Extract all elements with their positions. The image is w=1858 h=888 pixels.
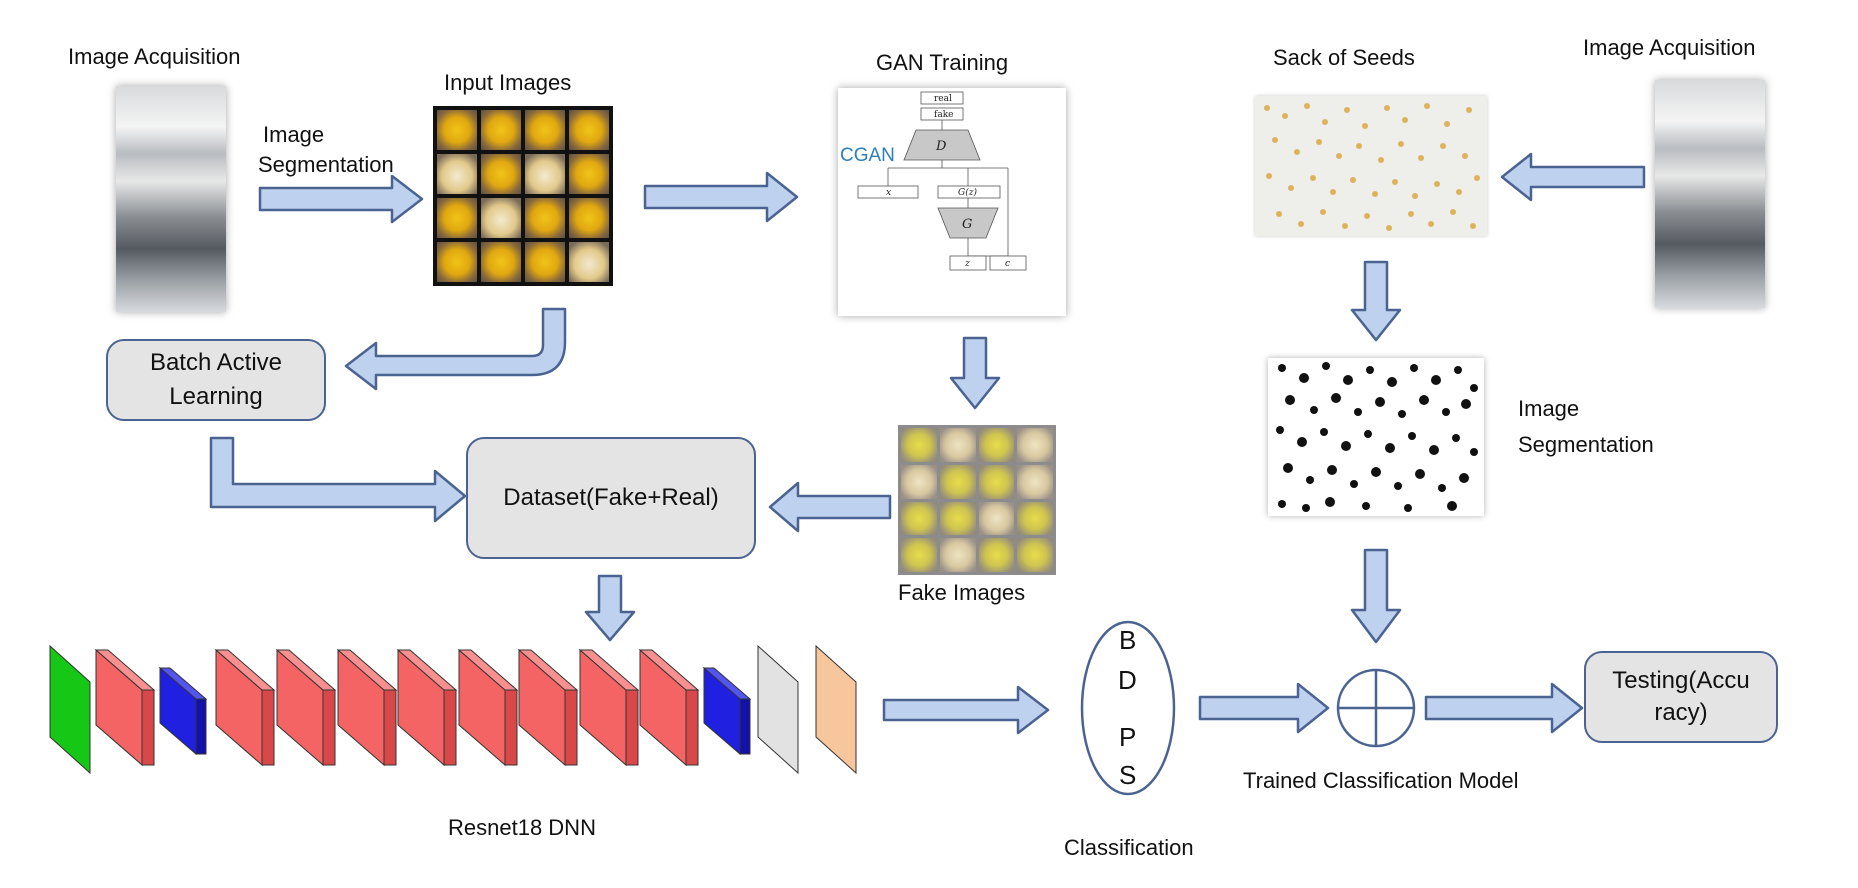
input-image-cell (437, 242, 477, 282)
layer-input-green (49, 644, 91, 775)
input-image-cell (481, 154, 521, 194)
image-acquisition-right-label: Image Acquisition (1583, 35, 1756, 60)
fake-image-cell (901, 428, 937, 462)
image-segmentation-right-label-2: Segmentation (1518, 432, 1654, 457)
arrow-resnet-to-classification (882, 685, 1050, 735)
arrow-sack-to-segmentation (1350, 260, 1402, 342)
fake-image-cell (1017, 428, 1053, 462)
fake-image-cell (978, 538, 1015, 572)
testing-box: Testing(Accu racy) (1584, 651, 1778, 743)
testing-text-line1: Testing(Accu (1612, 667, 1750, 694)
arrow-input-to-gan (643, 171, 799, 223)
cgan-label: CGAN (840, 145, 895, 166)
arrow-segmentation-to-fusion (1350, 548, 1402, 644)
arrow-dataset-to-resnet (584, 574, 636, 642)
classification-letter-s: S (1119, 760, 1137, 790)
generator-shape (937, 207, 999, 239)
gan-training-label: GAN Training (876, 50, 1009, 75)
fake-image-cell (939, 464, 976, 499)
fake-image-cell (939, 501, 976, 536)
input-image-cell (569, 154, 609, 194)
arrow-input-to-batch (344, 307, 567, 391)
input-image-cell (481, 242, 521, 282)
gan-diagram: real fake D x G(z) G z c (838, 88, 1066, 316)
arrow-batch-to-dataset (209, 436, 467, 523)
input-image-cell (569, 242, 609, 282)
fake-images-label: Fake Images (898, 580, 1026, 605)
left-acquisition-photo (116, 86, 226, 312)
classification-label: Classification (1064, 835, 1194, 860)
gan-real-label: real (934, 94, 952, 104)
classification-letter-d: D (1118, 665, 1137, 695)
input-image-cell (481, 198, 521, 238)
fake-images-grid (898, 425, 1056, 575)
arrow-right-acquisition-to-sack (1500, 152, 1646, 202)
fake-image-cell (978, 428, 1015, 462)
segmented-seeds-image (1268, 358, 1484, 516)
input-images-label: Input Images (444, 70, 572, 95)
fake-image-cell (1017, 538, 1053, 572)
generator-label: G (962, 217, 972, 232)
classification-letter-b: B (1119, 625, 1137, 655)
dataset-box: Dataset(Fake+Real) (466, 437, 756, 559)
gan-fake-label: fake (934, 110, 953, 120)
input-image-cell (437, 110, 477, 150)
classification-ellipse (1080, 620, 1176, 796)
sack-of-seeds-label: Sack of Seeds (1273, 45, 1415, 70)
input-image-cell (437, 198, 477, 238)
gan-z-label: z (964, 259, 970, 269)
batch-active-learning-text: Batch Active Learning (149, 349, 283, 410)
image-acquisition-left-label: Image Acquisition (68, 44, 241, 69)
fake-image-cell (1017, 464, 1053, 499)
input-image-cell (525, 110, 565, 150)
input-image-cell (569, 110, 609, 150)
input-image-cell (525, 198, 565, 238)
discriminator-shape (903, 129, 981, 161)
gan-gz-label: G(z) (958, 187, 977, 198)
gan-c-label: c (1005, 259, 1010, 269)
dataset-text: Dataset(Fake+Real) (503, 484, 719, 511)
fake-image-cell (1017, 501, 1053, 536)
gan-x-label: x (886, 188, 891, 198)
input-image-cell (525, 242, 565, 282)
right-acquisition-photo (1655, 80, 1765, 308)
fake-image-cell (901, 464, 937, 499)
fake-image-cell (978, 501, 1015, 536)
batch-active-learning-box: Batch Active Learning (106, 339, 326, 421)
input-image-cell (437, 154, 477, 194)
input-image-cell (481, 110, 521, 150)
arrow-classification-to-fusion (1198, 682, 1330, 734)
input-images-grid (433, 106, 613, 286)
arrow-acquisition-to-input (258, 174, 424, 224)
resnet-layers (49, 644, 857, 775)
classification-letter-p: P (1119, 722, 1137, 752)
fake-image-cell (901, 538, 937, 572)
input-image-cell (525, 154, 565, 194)
trained-model-label: Trained Classification Model (1243, 768, 1519, 793)
fake-image-cell (901, 501, 937, 536)
input-image-cell (569, 198, 609, 238)
fake-image-cell (978, 464, 1015, 499)
image-segmentation-right-label-1: Image (1518, 396, 1580, 421)
discriminator-label: D (935, 139, 947, 154)
arrow-fake-to-dataset (768, 481, 892, 533)
sack-of-seeds-photo (1255, 96, 1487, 236)
image-segmentation-left-label-1: Image (263, 122, 325, 147)
resnet18-label: Resnet18 DNN (448, 815, 596, 840)
arrow-gan-to-fake (949, 336, 1001, 410)
fake-image-cell (939, 428, 976, 462)
arrow-fusion-to-testing (1424, 682, 1584, 734)
image-segmentation-left-label-2: Segmentation (258, 152, 394, 177)
layer-fc-gray (757, 644, 799, 775)
testing-text-line2: racy) (1654, 699, 1708, 726)
fake-image-cell (939, 538, 976, 572)
layer-output-peach (815, 644, 857, 775)
